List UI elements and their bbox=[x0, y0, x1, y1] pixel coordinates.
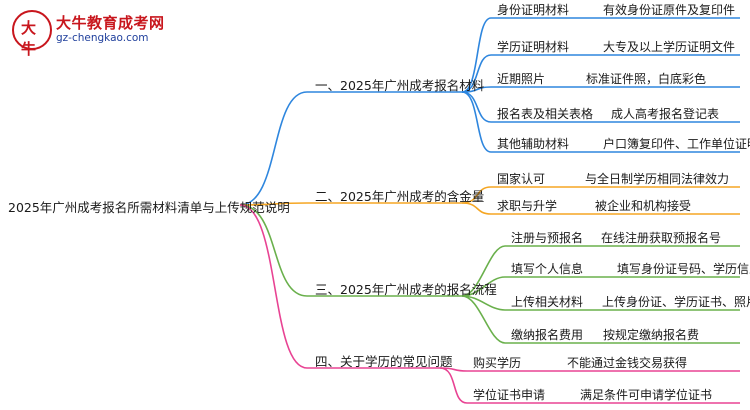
site-logo[interactable]: 大牛 大牛教育成考网 gz-chengkao.com bbox=[12, 10, 165, 58]
root-title: 2025年广州成考报名所需材料清单与上传规范说明 bbox=[8, 200, 290, 215]
leaf-detail: 不能通过金钱交易获得 bbox=[567, 356, 688, 370]
branch-label: 一、2025年广州成考报名材料 bbox=[315, 78, 485, 93]
leaf-connector bbox=[461, 276, 506, 297]
branch-label: 四、关于学历的常见问题 bbox=[315, 354, 453, 369]
leaf-detail: 成人高考报名登记表 bbox=[611, 107, 720, 121]
leaf-label: 学位证书申请 bbox=[473, 388, 546, 402]
leaf-label: 注册与预报名 bbox=[511, 231, 584, 245]
leaf-label: 其他辅助材料 bbox=[497, 137, 570, 151]
leaf-connector bbox=[461, 295, 506, 344]
leaf-label: 近期照片 bbox=[497, 72, 546, 86]
leaf-detail: 上传身份证、学历证书、照片 bbox=[602, 295, 750, 309]
root-connector bbox=[239, 204, 308, 297]
leaf-label: 求职与升学 bbox=[497, 199, 558, 213]
leaf-label: 学历证明材料 bbox=[497, 40, 570, 54]
leaf-label: 填写个人信息 bbox=[511, 262, 584, 276]
leaf-detail: 在线注册获取预报名号 bbox=[601, 231, 722, 245]
root-connector bbox=[239, 204, 308, 369]
root-connector bbox=[239, 202, 308, 206]
leaf-label: 上传相关材料 bbox=[511, 295, 584, 309]
leaf-connector bbox=[461, 202, 492, 215]
leaf-detail: 与全日制学历相同法律效力 bbox=[585, 172, 730, 186]
leaf-detail: 满足条件可申请学位证书 bbox=[580, 388, 713, 402]
branch-label: 二、2025年广州成考的含金量 bbox=[315, 189, 485, 204]
leaf-connector bbox=[461, 245, 506, 297]
leaf-connector bbox=[439, 367, 468, 404]
leaf-detail: 标准证件照，白底彩色 bbox=[586, 72, 707, 86]
branch-label: 三、2025年广州成考的报名流程 bbox=[315, 282, 497, 297]
root-connector bbox=[239, 91, 308, 206]
leaf-connector bbox=[461, 17, 492, 93]
logo-url: gz-chengkao.com bbox=[56, 32, 149, 44]
logo-name: 大牛教育成考网 bbox=[56, 14, 165, 32]
leaf-label: 报名表及相关表格 bbox=[497, 107, 594, 121]
leaf-label: 缴纳报名费用 bbox=[511, 328, 584, 342]
leaf-detail: 大专及以上学历证明文件 bbox=[603, 40, 736, 54]
leaf-label: 国家认可 bbox=[497, 172, 546, 186]
leaf-detail: 被企业和机构接受 bbox=[595, 199, 692, 213]
leaf-connector bbox=[461, 91, 492, 153]
leaf-detail: 按规定缴纳报名费 bbox=[603, 328, 700, 342]
leaf-label: 身份证明材料 bbox=[497, 3, 570, 17]
leaf-label: 购买学历 bbox=[473, 356, 522, 370]
logo-mark-icon: 大牛 bbox=[12, 10, 52, 58]
leaf-detail: 户口簿复印件、工作单位证明 bbox=[603, 137, 750, 151]
leaf-detail: 有效身份证原件及复印件 bbox=[603, 3, 736, 17]
leaf-detail: 填写身份证号码、学历信息 bbox=[617, 262, 750, 276]
leaf-connector bbox=[461, 54, 492, 93]
